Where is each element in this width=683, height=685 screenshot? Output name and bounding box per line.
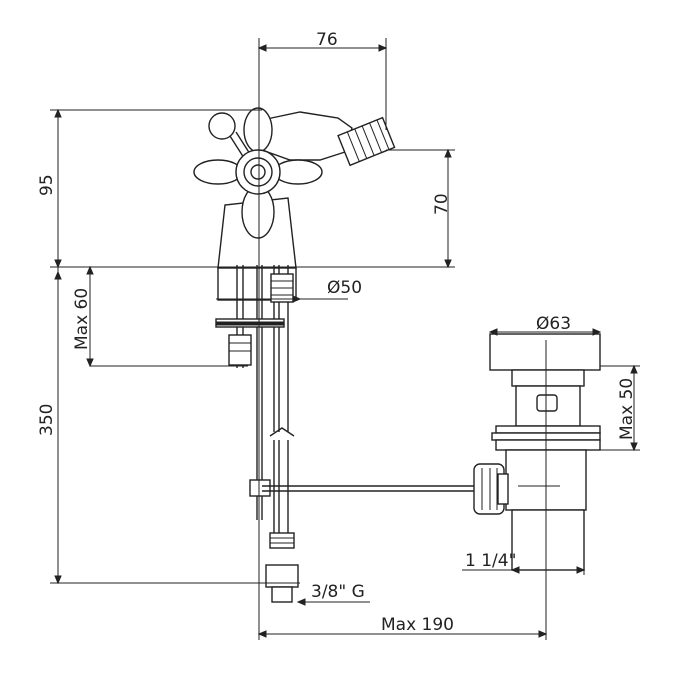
dim-supply-length: 350 xyxy=(37,404,57,436)
dimension-lines xyxy=(50,38,640,640)
dim-max-rod-reach: Max 190 xyxy=(381,615,454,635)
dim-max-waste-thickness: Max 50 xyxy=(617,378,637,440)
dim-spout-reach: 76 xyxy=(316,30,338,50)
dim-waste-thread: 1 1/4" xyxy=(465,551,516,571)
faucet-body xyxy=(193,107,396,301)
supply-pipes xyxy=(215,265,299,603)
dim-supply-thread: 3/8" G xyxy=(311,582,365,602)
arrowheads xyxy=(54,44,638,638)
nozzle xyxy=(337,116,396,167)
dim-total-height: 95 xyxy=(37,174,57,196)
pop-up-waste xyxy=(262,333,601,571)
dim-max-deck-thickness: Max 60 xyxy=(72,288,92,350)
dim-spout-height: 70 xyxy=(432,193,452,215)
dimension-labels: 76 95 70 Max 60 Ø50 350 3/8" G Ø63 Max 5… xyxy=(37,30,637,635)
dim-body-diameter: Ø50 xyxy=(327,278,362,298)
dim-waste-flange-diameter: Ø63 xyxy=(536,314,571,334)
